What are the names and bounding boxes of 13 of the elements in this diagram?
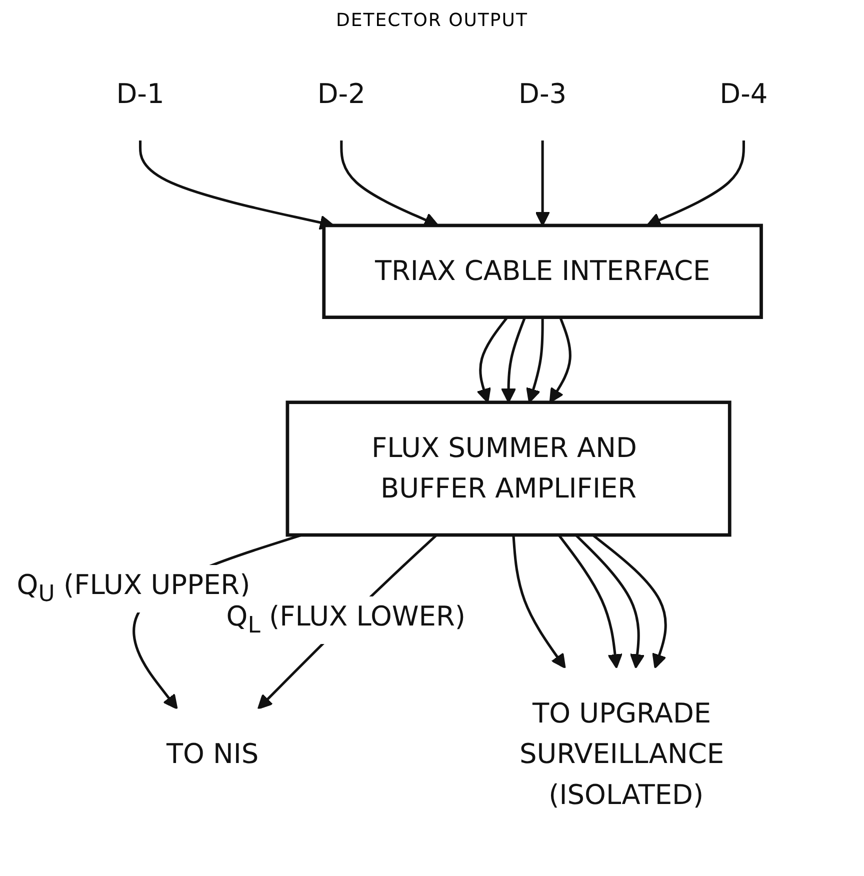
node-box: FLUX SUMMER AND BUFFER AMPLIFIER (286, 400, 732, 537)
arrow (574, 534, 645, 669)
node-box: TRIAX CABLE INTERFACE (322, 224, 763, 319)
node-text: TO NIS (166, 738, 259, 770)
node-text: D-2 (317, 78, 366, 110)
node-text: D-1 (116, 78, 164, 110)
node-text: TO UPGRADE SURVEILLANCE (ISOLATED) (520, 696, 724, 811)
arrow (512, 534, 566, 669)
arrow (558, 534, 622, 669)
arrow (138, 140, 334, 230)
heading-label: DETECTOR OUTPUT (336, 10, 528, 31)
node-text: D-4 (720, 78, 768, 110)
node-text: D-3 (518, 78, 567, 110)
